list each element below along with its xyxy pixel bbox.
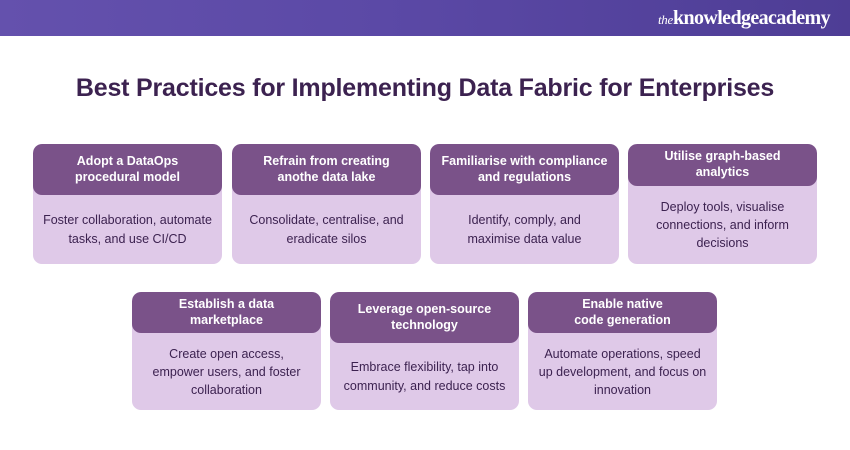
practice-card-4: Utilise graph-based analytics Deploy too… (628, 144, 817, 264)
practice-card-1: Adopt a DataOps procedural model Foster … (33, 144, 222, 264)
practice-card-3: Familiarise with compliance and regulati… (430, 144, 619, 264)
practice-card-6: Leverage open-source technology Embrace … (330, 292, 519, 410)
practice-card-2-body: Consolidate, centralise, and eradicate s… (249, 213, 404, 246)
practice-card-1-header: Adopt a DataOps procedural model (33, 144, 222, 195)
practice-card-2: Refrain from creating anothe data lake C… (232, 144, 421, 264)
practice-card-5: Establish a data marketplace Create open… (132, 292, 321, 410)
practice-card-7-body: Automate operations, speed up developmen… (538, 347, 707, 398)
practice-card-7-header: Enable native code generation (528, 292, 717, 333)
logo-the-text: the (657, 12, 673, 27)
practice-card-3-body: Identify, comply, and maximise data valu… (467, 213, 582, 246)
practice-card-6-header: Leverage open-source technology (330, 292, 519, 343)
logo-main-text: knowledgeacademy (672, 7, 831, 29)
practice-card-7: Enable native code generation Automate o… (528, 292, 717, 410)
practice-card-6-body: Embrace flexibility, tap into community,… (343, 360, 506, 393)
practice-card-4-header: Utilise graph-based analytics (628, 144, 817, 186)
practice-card-3-header: Familiarise with compliance and regulati… (430, 144, 619, 195)
practice-card-1-body: Foster collaboration, automate tasks, an… (43, 213, 212, 246)
page-title: Best Practices for Implementing Data Fab… (75, 74, 775, 102)
practice-card-4-body: Deploy tools, visualise connections, and… (656, 199, 789, 250)
practice-card-5-header: Establish a data marketplace (132, 292, 321, 333)
practice-card-5-body: Create open access, empower users, and f… (152, 347, 301, 398)
practice-card-2-header: Refrain from creating anothe data lake (232, 144, 421, 195)
